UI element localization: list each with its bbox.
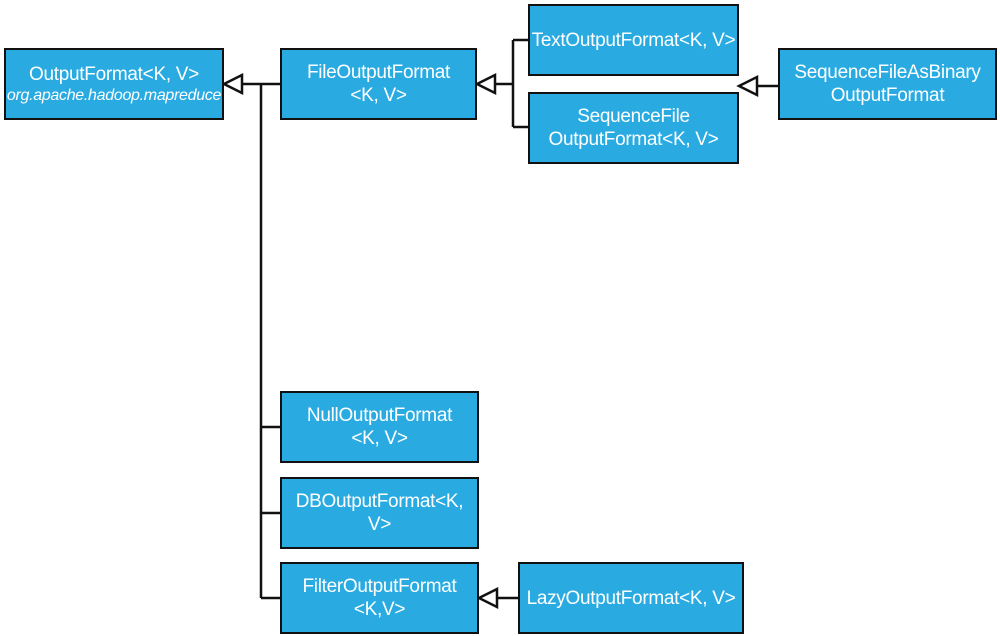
node-sequencefileasbinaryoutputformat: SequenceFileAsBinary OutputFormat [778,48,997,120]
node-sequencefileasbinaryoutputformat-line1: SequenceFileAsBinary [794,62,981,83]
arrowhead-outputformat [221,72,244,96]
node-outputformat-name: OutputFormat<K, V> [29,63,199,85]
node-nulloutputformat-line2: <K, V> [351,428,408,449]
node-dboutputformat-line1: DBOutputFormat<K, V> [295,491,464,535]
node-sequencefileasbinaryoutputformat-line2: OutputFormat [830,85,945,106]
node-fileoutputformat-line1: FileOutputFormat [306,62,451,83]
arrowhead-fileoutputformat [474,72,497,96]
node-textoutputformat: TextOutputFormat<K, V> [528,4,739,76]
node-sequencefileoutputformat-line1: SequenceFile [577,106,690,127]
node-outputformat-package: org.apache.hadoop.mapreduce [6,86,222,104]
node-sequencefileoutputformat: SequenceFile OutputFormat<K, V> [528,92,739,164]
node-filteroutputformat: FilterOutputFormat <K,V> [280,562,479,634]
node-dboutputformat: DBOutputFormat<K, V> [280,477,479,549]
node-lazyoutputformat: LazyOutputFormat<K, V> [518,562,744,634]
arrowhead-filteroutputformat [476,586,499,610]
node-sequencefileoutputformat-line2: OutputFormat<K, V> [548,129,719,150]
node-nulloutputformat: NullOutputFormat <K, V> [280,391,479,463]
arrowhead-sequencefileoutputformat [736,74,759,98]
node-lazyoutputformat-line1: LazyOutputFormat<K, V> [526,587,736,609]
node-fileoutputformat: FileOutputFormat <K, V> [280,48,477,120]
node-filteroutputformat-line1: FilterOutputFormat [302,576,457,597]
node-textoutputformat-line1: TextOutputFormat<K, V> [531,29,736,51]
node-nulloutputformat-line1: NullOutputFormat [306,405,453,426]
node-filteroutputformat-line2: <K,V> [353,599,406,620]
node-outputformat: OutputFormat<K, V> org.apache.hadoop.map… [4,48,224,120]
node-fileoutputformat-line2: <K, V> [350,85,407,106]
